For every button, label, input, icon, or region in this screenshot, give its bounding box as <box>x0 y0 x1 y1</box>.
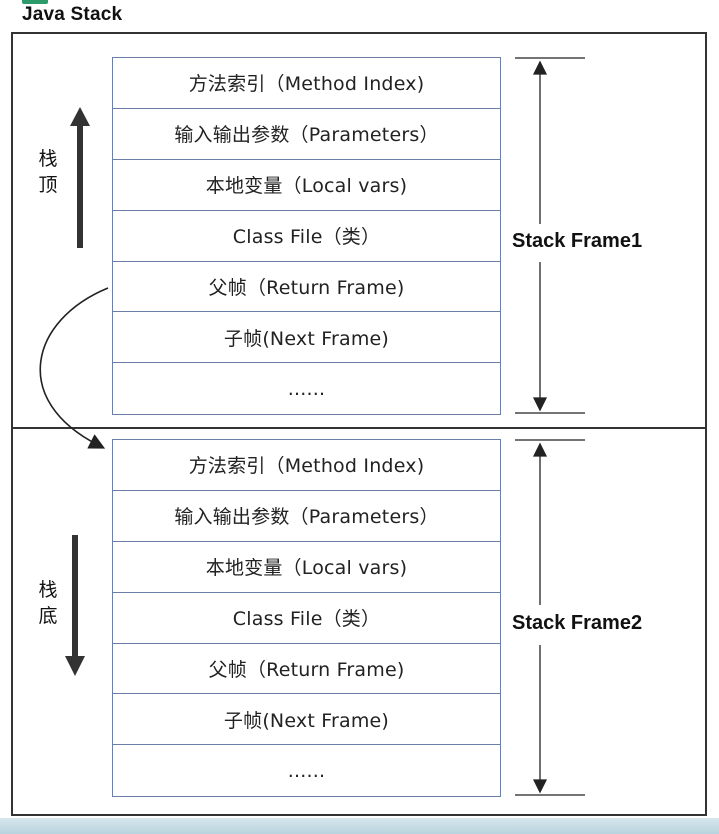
stack-top-label: 栈 顶 <box>36 146 60 198</box>
frame1-row-class-file: Class File（类） <box>113 211 500 262</box>
frame2-row-ellipsis: ...... <box>287 759 326 782</box>
frame2-row-next-frame: 子帧(Next Frame) <box>113 694 500 746</box>
frame1-row-return-frame: 父帧（Return Frame) <box>113 262 500 313</box>
stack-frame-2-table: 方法索引（Method Index) 输入输出参数（Parameters） 本地… <box>112 439 501 798</box>
frame2-row-method-index: 方法索引（Method Index) <box>113 440 500 491</box>
frame1-row-local-vars: 本地变量（Local vars) <box>113 160 500 211</box>
java-stack-container <box>11 32 707 816</box>
frame1-row-ellipsis: ...... <box>287 377 326 400</box>
frame-divider <box>11 427 707 429</box>
frame1-row-method-index: 方法索引（Method Index) <box>113 58 500 109</box>
frame2-row-class-file: Class File（类） <box>113 593 500 644</box>
frame2-row-local-vars: 本地变量（Local vars) <box>113 542 500 593</box>
stack-top-char-2: 顶 <box>38 174 58 196</box>
stack-frame-1-label: Stack Frame1 <box>512 230 643 252</box>
diagram-title: Java Stack <box>22 4 123 25</box>
stack-frame-2-bracket <box>515 439 585 796</box>
stack-bottom-label: 栈 底 <box>36 577 60 629</box>
frame1-row-parameters: 输入输出参数（Parameters） <box>113 109 500 160</box>
frame2-row-return-frame: 父帧（Return Frame) <box>113 644 500 695</box>
stack-bottom-char-2: 底 <box>38 605 58 627</box>
bottom-band <box>0 818 719 834</box>
title-bar: Java Stack <box>0 0 719 30</box>
stack-bottom-char-1: 栈 <box>38 579 58 601</box>
stack-top-char-1: 栈 <box>38 148 58 170</box>
return-frame-link-arrow <box>39 287 109 449</box>
stack-frame-2-label: Stack Frame2 <box>512 612 643 634</box>
title-accent <box>22 0 48 4</box>
stack-top-arrow <box>70 107 90 248</box>
stack-frame-1-bracket <box>515 57 585 414</box>
frame1-row-next-frame: 子帧(Next Frame) <box>113 312 500 364</box>
stack-frame-1-table: 方法索引（Method Index) 输入输出参数（Parameters） 本地… <box>112 57 501 416</box>
stack-bottom-arrow <box>65 535 85 676</box>
frame2-row-parameters: 输入输出参数（Parameters） <box>113 491 500 542</box>
